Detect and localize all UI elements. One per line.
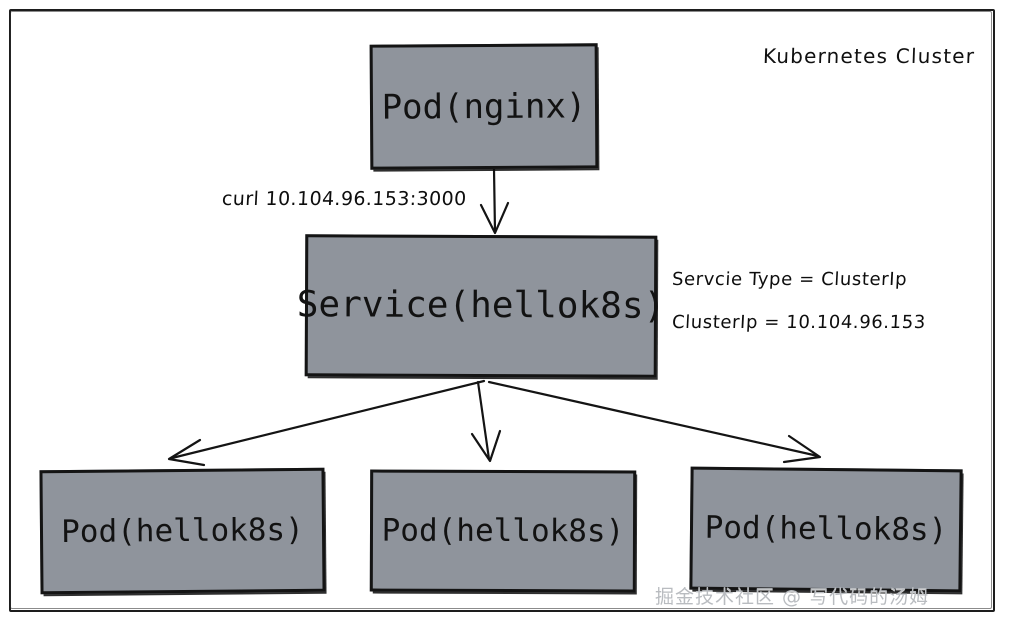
watermark: 掘金技术社区 @ 写代码的汤姆 bbox=[655, 586, 930, 608]
annotation-cluster-ip: ClusterIp = 10.104.96.153 bbox=[671, 312, 927, 333]
annotation-service-type: Servcie Type = ClusterIp bbox=[671, 269, 908, 290]
node-service-hellok8s[interactable]: Service(hellok8s) bbox=[297, 234, 665, 378]
node-pod-nginx-label: Pod(nginx) bbox=[381, 85, 587, 128]
annotation-curl-command: curl 10.104.96.153:3000 bbox=[221, 188, 468, 210]
node-pod-nginx[interactable]: Pod(nginx) bbox=[369, 43, 599, 170]
node-pod-hellok8s-3-label: Pod(hellok8s) bbox=[704, 509, 948, 549]
node-pod-hellok8s-1[interactable]: Pod(hellok8s) bbox=[39, 467, 326, 595]
node-pod-hellok8s-2[interactable]: Pod(hellok8s) bbox=[369, 469, 637, 593]
node-pod-hellok8s-3[interactable]: Pod(hellok8s) bbox=[689, 466, 963, 593]
node-pod-hellok8s-1-label: Pod(hellok8s) bbox=[61, 511, 304, 550]
cluster-title: Kubernetes Cluster bbox=[762, 44, 976, 68]
node-service-label: Service(hellok8s) bbox=[296, 284, 666, 327]
kubernetes-cluster-frame bbox=[9, 9, 995, 612]
node-pod-hellok8s-2-label: Pod(hellok8s) bbox=[381, 512, 625, 549]
